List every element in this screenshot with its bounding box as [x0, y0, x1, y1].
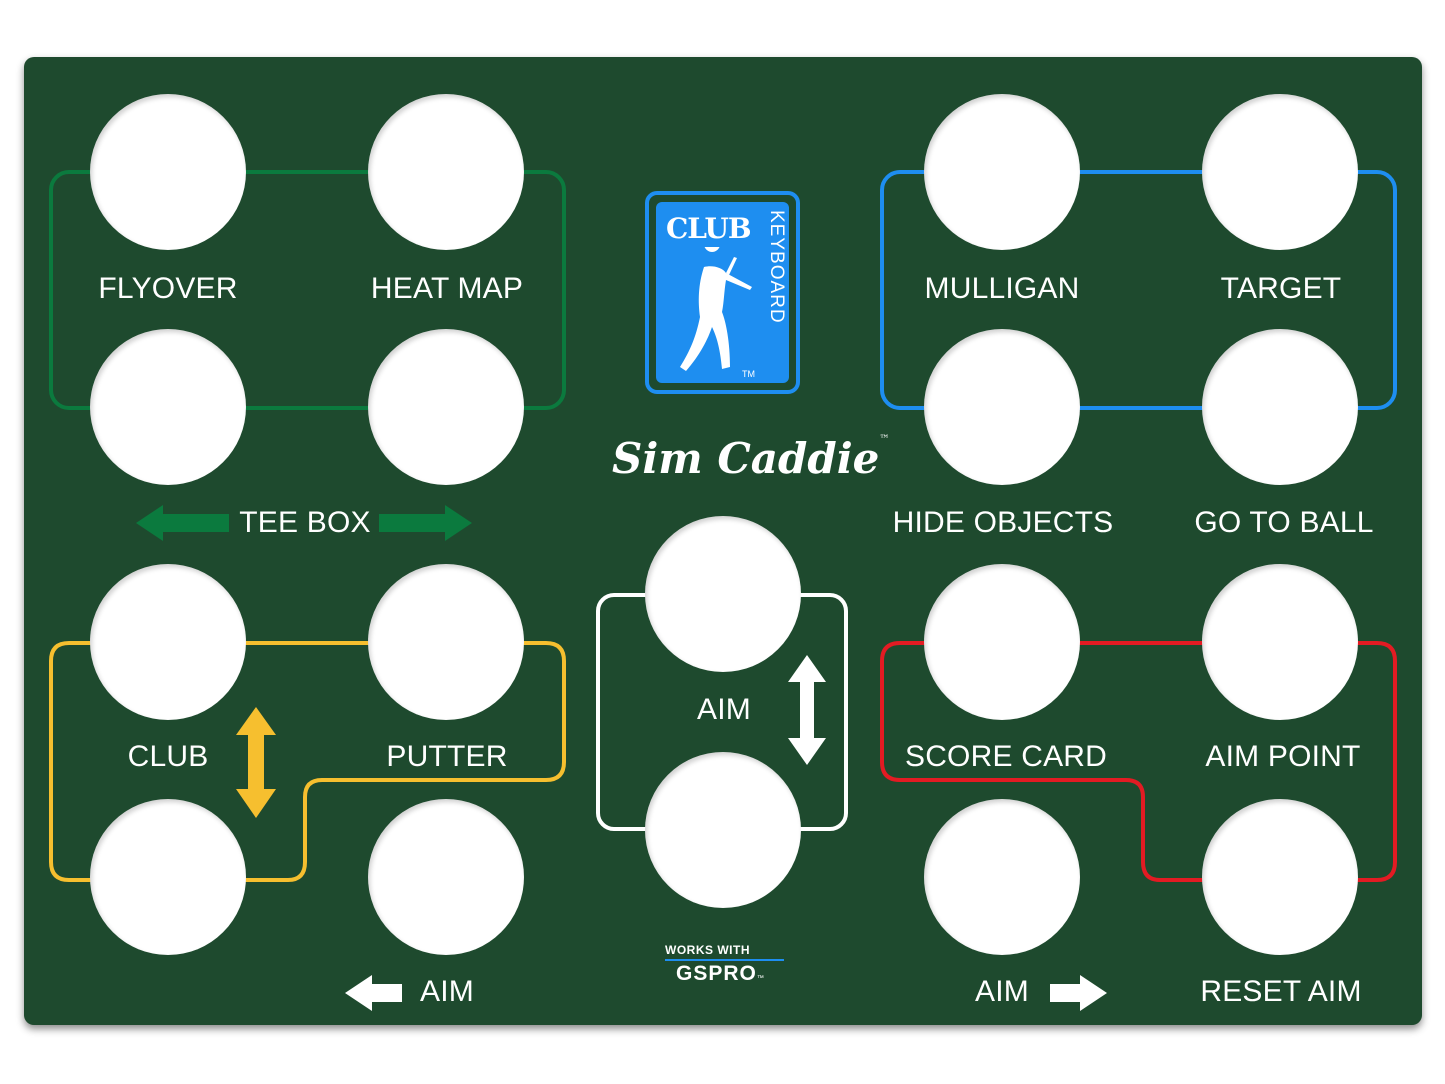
- logo-tm: TM: [742, 369, 755, 379]
- label-club: CLUB: [127, 740, 209, 773]
- key-putter[interactable]: [368, 564, 524, 720]
- label-aim-point: AIM POINT: [1205, 740, 1361, 773]
- logo-inner: CLUB KEYBOARD TM: [656, 202, 789, 383]
- key-aim-point[interactable]: [1202, 564, 1358, 720]
- key-heat-map[interactable]: [368, 94, 524, 250]
- key-tee-box-left[interactable]: [90, 329, 246, 485]
- label-aim-center: AIM: [697, 693, 751, 726]
- arrow-up-down-icon: [788, 655, 826, 765]
- label-tee-box: TEE BOX: [239, 506, 371, 539]
- key-flyover[interactable]: [90, 94, 246, 250]
- brand-tm: ™: [879, 434, 890, 445]
- arrow-right-icon: [1050, 975, 1107, 1011]
- key-club[interactable]: [90, 564, 246, 720]
- red-group-outline: [880, 641, 1397, 882]
- key-go-to-ball[interactable]: [1202, 329, 1358, 485]
- key-aim-down[interactable]: [645, 752, 801, 908]
- label-flyover: FLYOVER: [98, 272, 238, 305]
- brand-name-text: Sim Caddie: [612, 434, 880, 483]
- yellow-group-outline: [49, 641, 566, 882]
- label-aim-right: AIM: [975, 975, 1029, 1008]
- arrow-left-icon: [136, 505, 229, 541]
- gspro-tm: ™: [756, 975, 765, 982]
- label-hide-objects: HIDE OBJECTS: [892, 506, 1114, 539]
- key-hide-objects[interactable]: [924, 329, 1080, 485]
- key-reset-aim[interactable]: [1202, 799, 1358, 955]
- key-tee-box-right[interactable]: [368, 329, 524, 485]
- key-mulligan[interactable]: [924, 94, 1080, 250]
- logo-keyboard-text: KEYBOARD: [766, 210, 787, 324]
- label-aim-left: AIM: [420, 975, 474, 1008]
- label-go-to-ball: GO TO BALL: [1194, 506, 1374, 539]
- logo-club-text: CLUB: [666, 212, 752, 245]
- key-club-down[interactable]: [90, 799, 246, 955]
- label-target: TARGET: [1220, 272, 1342, 305]
- arrow-left-icon: [345, 975, 402, 1011]
- label-score-card: SCORE CARD: [904, 740, 1108, 773]
- works-with-text: WORKS WITH: [665, 943, 750, 957]
- key-target[interactable]: [1202, 94, 1358, 250]
- key-aim-up[interactable]: [645, 516, 801, 672]
- golfer-silhouette-icon: [680, 247, 752, 371]
- arrow-up-down-icon: [236, 707, 276, 818]
- key-aim-right[interactable]: [924, 799, 1080, 955]
- green-group-outline: [49, 170, 566, 410]
- label-putter: PUTTER: [386, 740, 508, 773]
- label-mulligan: MULLIGAN: [924, 272, 1080, 305]
- key-score-card[interactable]: [924, 564, 1080, 720]
- label-heat-map: HEAT MAP: [370, 272, 524, 305]
- club-keyboard-logo: CLUB KEYBOARD TM: [645, 191, 800, 394]
- blue-group-outline: [880, 170, 1397, 410]
- gspro-text: GSPRO: [676, 962, 757, 985]
- key-aim-left[interactable]: [368, 799, 524, 955]
- gspro-logo: GSPRO™: [676, 962, 765, 986]
- brand-name: Sim Caddie™: [612, 434, 889, 483]
- works-with-divider: [665, 959, 784, 961]
- arrow-right-icon: [379, 505, 472, 541]
- label-reset-aim: RESET AIM: [1200, 975, 1362, 1008]
